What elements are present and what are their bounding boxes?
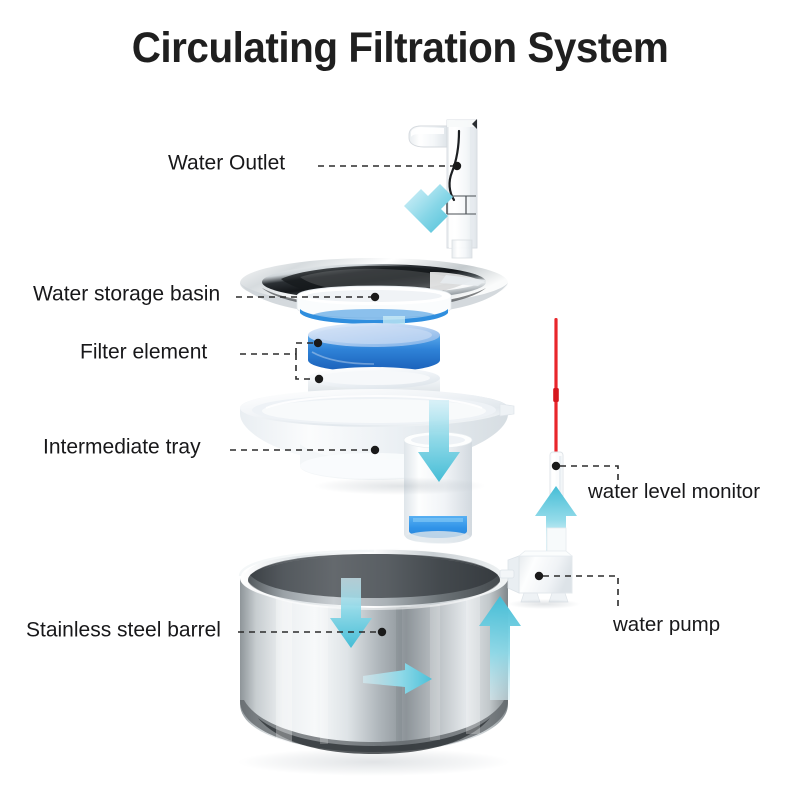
label-water-outlet[interactable]: Water Outlet [168,151,286,175]
component-water-outlet[interactable] [408,119,478,259]
leader-dot-water-outlet [452,161,462,171]
leader-water-pump [543,575,619,608]
component-intermediate-tray[interactable] [240,389,515,544]
component-water-storage-basin[interactable] [240,258,508,324]
leader-lines [230,161,619,637]
leader-dot-water-level-monitor [551,461,561,471]
flow-arrow-barrel-side [363,663,432,694]
leader-dot-filter-white-disc [314,374,324,384]
leader-dot-filter-blue-disc [313,338,323,348]
label-intermediate-tray[interactable]: Intermediate tray [43,435,201,459]
label-stainless-steel-barrel[interactable]: Stainless steel barrel [26,618,221,642]
label-water-pump[interactable]: water pump [613,612,721,636]
flow-arrow-tray-down [418,400,460,482]
leader-filter-element-branch-bottom [295,354,316,380]
label-water-storage-basin[interactable]: Water storage basin [33,282,221,306]
leader-dot-water-pump [534,571,544,581]
flow-arrow-outlet-down [404,184,453,233]
leader-water-level-monitor [560,465,619,481]
component-water-level-monitor[interactable] [549,318,564,507]
flow-arrow-barrel-down [330,578,372,648]
component-stainless-steel-barrel[interactable] [238,546,510,776]
component-water-pump[interactable] [499,527,580,609]
leader-dot-intermediate-tray [370,445,380,455]
leader-filter-element-branch-top [295,342,315,354]
flow-arrow-barrel-up [479,596,521,700]
label-water-level-monitor[interactable]: water level monitor [588,479,761,503]
page-title: Circulating Filtration System [131,24,669,72]
leader-dot-water-storage-basin [370,292,380,302]
label-filter-element[interactable]: Filter element [80,340,208,364]
leader-dot-stainless-steel-barrel [377,627,387,637]
